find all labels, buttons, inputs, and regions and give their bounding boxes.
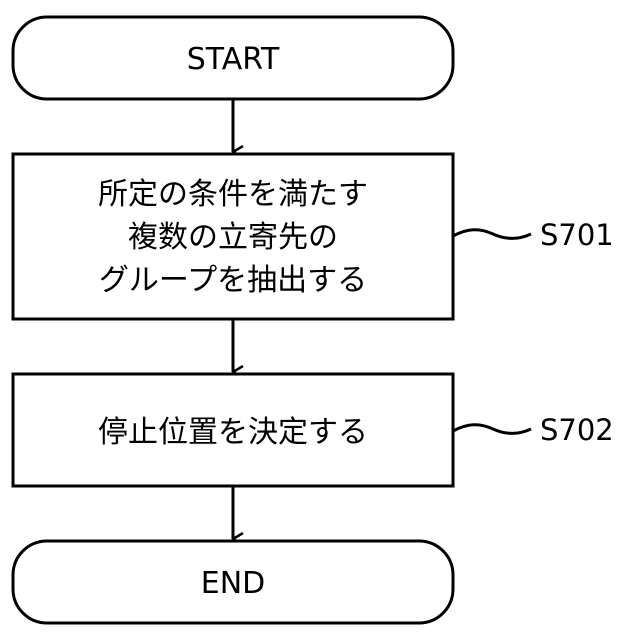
process-s701-line-1: 所定の条件を満たす bbox=[98, 177, 368, 212]
step-label-s702: S702 bbox=[540, 413, 614, 447]
leader-line-s701 bbox=[453, 230, 531, 239]
leader-line-s702 bbox=[453, 425, 531, 434]
process-s701-line-3: グループを抽出する bbox=[99, 263, 367, 298]
end-label: END bbox=[201, 566, 266, 601]
step-label-s701: S701 bbox=[540, 218, 614, 252]
process-s701-line-2: 複数の立寄先の bbox=[128, 220, 338, 255]
process-s702: 停止位置を決定する bbox=[13, 374, 453, 486]
process-s701: 所定の条件を満たす 複数の立寄先の グループを抽出する bbox=[13, 154, 453, 319]
start-label: START bbox=[187, 42, 280, 77]
end-terminal: END bbox=[13, 541, 453, 623]
start-terminal: START bbox=[13, 17, 453, 99]
process-s702-line-1: 停止位置を決定する bbox=[98, 415, 368, 450]
